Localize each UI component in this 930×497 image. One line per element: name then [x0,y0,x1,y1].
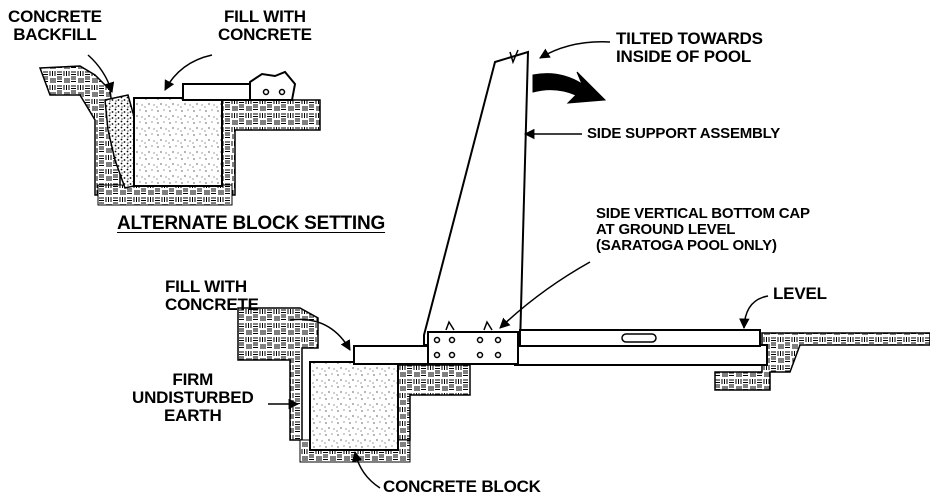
alt-bottom-track [182,83,256,101]
earth-bottom-alt [97,184,233,206]
alt-concrete-block [133,97,223,187]
main-setting-figure [237,41,930,489]
main-bottom-track [353,345,429,365]
leader-concrete-block [351,450,381,489]
leader-fill-main [289,318,351,351]
label-firm-undisturbed-earth: FIRM UNDISTURBED EARTH [132,370,254,425]
leader-level [739,295,769,330]
label-level: LEVEL [773,284,827,303]
alternate-block-setting-figure [38,54,321,206]
label-fill-with-concrete-main: FILL WITH CONCRETE [165,277,259,314]
level-bubble-vial [621,333,657,343]
bottom-cap-plate [427,331,519,365]
leader-fill-top [164,54,213,91]
earth-left-alt [38,65,121,196]
leader-tilted [539,41,611,59]
label-fill-with-concrete-top: FILL WITH CONCRETE [218,7,312,44]
earth-right-main [714,332,930,391]
leader-bottom-cap [499,261,591,329]
label-side-support-assembly: SIDE SUPPORT ASSEMBLY [587,125,781,142]
earth-mid-main [394,364,471,441]
pool-track [514,344,768,366]
label-side-vertical-bottom-cap: SIDE VERTICAL BOTTOM CAP AT GROUND LEVEL… [596,205,810,254]
main-concrete-block [309,361,399,451]
leader-concrete-backfill [87,54,115,94]
label-concrete-backfill: CONCRETE BACKFILL [8,7,102,44]
label-concrete-block: CONCRETE BLOCK [383,477,541,496]
label-alternate-block-setting: ALTERNATE BLOCK SETTING [117,213,386,234]
earth-right-alt [221,99,321,196]
tilt-direction-arrow [532,71,607,104]
alt-bracket-plate [249,70,297,101]
concrete-backfill-fill [104,94,139,189]
side-support-assembly [423,50,530,346]
label-tilted-towards: TILTED TOWARDS INSIDE OF POOL [616,29,763,66]
